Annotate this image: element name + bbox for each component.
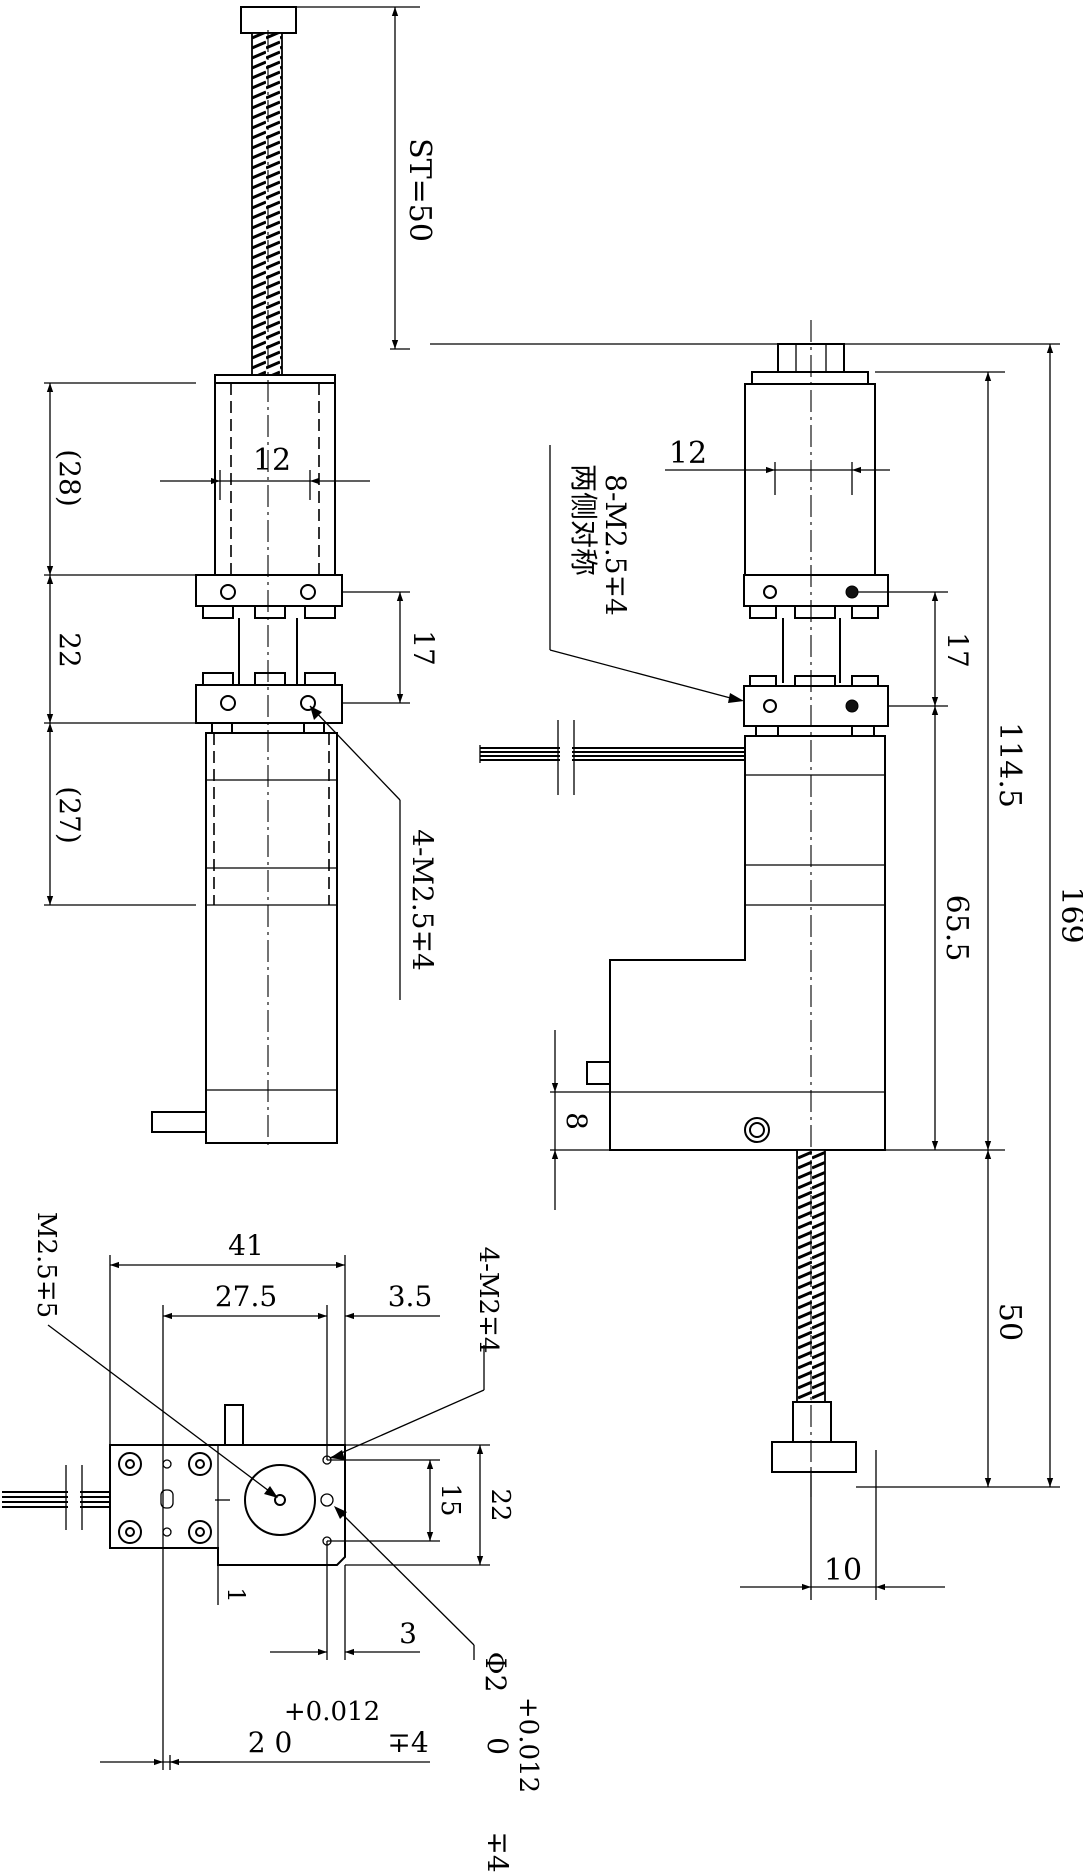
right-lower-clamp (743, 685, 889, 727)
dim-bottom-tol-right: +0.012 (513, 1697, 543, 1793)
dim-bottom-m2-5: M2.5∓5 (31, 1212, 61, 1318)
dim-left-gap: 17 (407, 630, 440, 666)
left-dimensions: (28) 22 (27) 12 17 4-M2.5∓4 (44, 382, 440, 1000)
left-clamp-hole (220, 584, 236, 600)
left-shaft-stub (151, 1111, 207, 1133)
left-motor-housing (205, 732, 338, 1144)
left-upper-body (214, 382, 336, 576)
dim-right-motor-width: 12 (669, 436, 707, 471)
right-motor-hole (744, 1117, 770, 1143)
dim-left-lower: (27) (53, 786, 86, 843)
dim-bottom-22: 22 (485, 1488, 515, 1521)
right-upper-clamp (743, 574, 889, 607)
dim-left-motor-width: 12 (253, 443, 291, 478)
dim-bottom-tol-right-zero: 0 (481, 1737, 514, 1755)
dim-left-upper: (28) (53, 449, 86, 506)
bottom-shaft-hole (274, 1494, 286, 1506)
bottom-dimensions: 41 27.5 3.5 M2.5∓5 4-M2∓4 15 22 1 (31, 1212, 543, 1873)
dim-right-169: 169 (1054, 886, 1083, 943)
right-bottom-cap (792, 1401, 832, 1443)
dim-stroke: ST=50 (402, 138, 437, 242)
right-clamp-hole (763, 699, 777, 713)
dim-bottom-phi2: Φ2 (479, 1652, 512, 1693)
dim-right-thread: 8-M2.5∓4 (599, 474, 632, 616)
right-clamp-hole (845, 699, 859, 713)
right-clamp-hole (763, 585, 777, 599)
dim-bottom-27-5: 27.5 (215, 1280, 277, 1313)
dim-bottom-4-m2: 4-M2∓4 (473, 1247, 503, 1354)
dim-right-symmetric-note: 两侧对称 (567, 464, 600, 576)
left-clamp-hole (220, 695, 236, 711)
right-motor-body (609, 735, 886, 1151)
dim-right-gap: 17 (941, 632, 974, 668)
right-upper-body (744, 383, 876, 576)
bottom-tab (224, 1404, 244, 1446)
dim-right-8: 8 (560, 1112, 593, 1130)
dim-bottom-3: 3 (399, 1617, 417, 1650)
dim-right-10: 10 (824, 1553, 862, 1588)
stroke-dimension: ST=50 (296, 6, 437, 350)
dim-bottom-3-5: 3.5 (388, 1280, 433, 1313)
bottom-end-view (2, 1404, 346, 1566)
right-front-view (479, 320, 889, 1500)
right-dimensions: 169 114.5 50 65.5 17 12 8-M2.5∓4 两侧对称 8 (430, 343, 1083, 1600)
dim-bottom-tol-top: +0.012 (284, 1697, 380, 1727)
bottom-plate (109, 1444, 346, 1566)
dim-right-50: 50 (992, 1303, 1027, 1341)
left-end-cap (240, 6, 297, 34)
dim-bottom-1: 1 (222, 1587, 250, 1602)
dim-bottom-tol-depth: ∓4 (387, 1726, 428, 1759)
left-upper-block (214, 374, 336, 384)
left-clamp-hole (300, 695, 316, 711)
bottom-motor-circle (244, 1464, 316, 1536)
dim-right-65: 65.5 (939, 895, 974, 962)
right-clamp-hole (845, 585, 859, 599)
dim-bottom-tol-digits: 2 0 (248, 1726, 293, 1759)
left-side-view (151, 6, 343, 1150)
dim-left-thread: 4-M2.5∓4 (406, 829, 439, 971)
dim-bottom-41: 41 (228, 1229, 264, 1262)
dim-bottom-15: 15 (435, 1483, 465, 1516)
right-bottom-nut (771, 1441, 857, 1473)
left-clamp-hole (300, 584, 316, 600)
dim-bottom-tol-right-depth: ∓4 (481, 1831, 514, 1872)
left-lead-screw (251, 32, 283, 376)
left-upper-clamp (195, 574, 343, 607)
right-small-stub (586, 1061, 611, 1085)
dim-left-middle: 22 (53, 632, 86, 668)
dim-right-114: 114.5 (992, 722, 1027, 808)
